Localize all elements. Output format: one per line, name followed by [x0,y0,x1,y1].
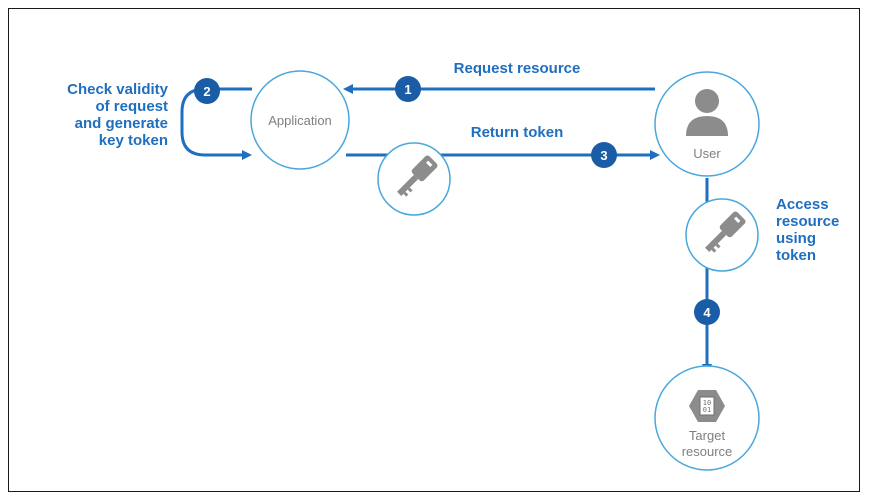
target-label-line1: Target [689,428,726,443]
step-1-label: Request resource [454,60,581,77]
user-node: User [654,71,760,177]
step-4-label-line4: token [776,247,816,264]
application-label: Application [268,113,332,128]
step-4-label-line3: using [776,230,816,247]
step-badge-1: 1 [395,76,421,102]
binary-text-bottom: 01 [703,406,711,414]
step-badge-3: 3 [591,142,617,168]
user-icon [686,89,728,136]
step-number-2: 2 [203,84,210,99]
step-badge-4: 4 [694,299,720,325]
step-badge-2: 2 [194,78,220,104]
step-4-label-line1: Access [776,196,829,213]
step-2-label-line2: of request [95,98,168,115]
step-number-4: 4 [703,305,711,320]
target-label-line2: resource [682,444,733,459]
key-icon [705,211,746,253]
key-icon [397,155,438,197]
target-resource-node: 10 01 Target resource [654,365,760,471]
binary-text-top: 10 [703,399,711,407]
step-4-label-line2: resource [776,213,839,230]
application-node: Application [250,70,350,170]
step-2-label-line1: Check validity [67,81,169,98]
step-number-1: 1 [404,82,411,97]
step-2-label-line4: key token [99,132,168,149]
step-2-label-line3: and generate [75,115,168,132]
user-label: User [693,146,721,161]
step-number-3: 3 [600,148,607,163]
step-3-label: Return token [471,124,564,141]
key-token-access [685,198,759,272]
database-hexagon-icon: 10 01 [689,390,725,422]
key-token-return [377,142,451,216]
